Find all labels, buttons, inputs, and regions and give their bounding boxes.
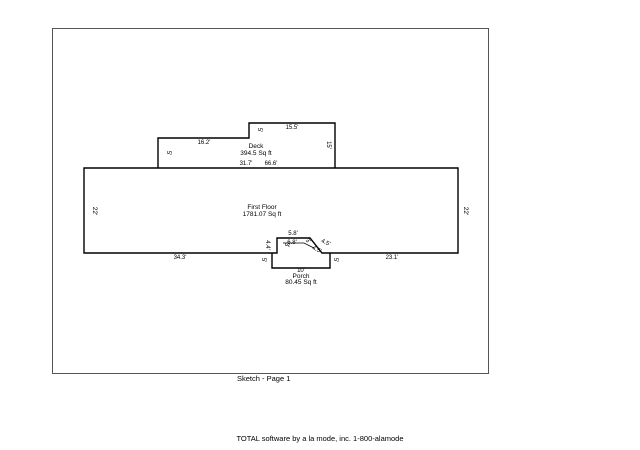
first-floor-outline (83, 167, 459, 254)
porch-area: 80.45 Sq ft (285, 279, 317, 286)
sketch-frame (52, 28, 489, 374)
porch-dim-bottom: 10' (297, 268, 305, 274)
porch-notch-lines (283, 242, 315, 249)
porch-dim-top: 5.8' (288, 231, 298, 237)
deck-dim-left-side: 5' (165, 151, 171, 155)
porch-name: Porch (293, 273, 310, 280)
first-floor-dim-bottom-right: 23.1' (386, 255, 399, 261)
porch-dim-inner-b: 4.5' (320, 238, 331, 247)
deck-dim-left-top: 16.2' (198, 140, 211, 146)
deck-dim-bottom-right: 66.6' (265, 161, 278, 167)
porch-dim-left: 5' (260, 258, 266, 262)
porch-dim-inner-c: 4.5' (311, 245, 322, 254)
first-floor-area: 1781.07 Sq ft (243, 211, 282, 218)
deck-dim-right-top: 15.5' (286, 125, 299, 131)
deck-dim-step: 5' (256, 128, 262, 132)
porch-dim-inner-top: 6.8' (287, 240, 297, 246)
porch-dim-inner-left: 4.4' (264, 240, 270, 250)
deck-dim-right-side: 15' (325, 141, 331, 149)
first-floor-name: First Floor (247, 204, 277, 211)
porch-dim-inner-a: 3' (283, 243, 289, 247)
porch-outline (271, 253, 331, 269)
first-floor-dim-left: 22' (91, 207, 98, 215)
deck-outline (157, 122, 336, 168)
porch-dim-diag: 3' (304, 237, 311, 244)
page-caption: Sketch - Page 1 (237, 374, 291, 383)
first-floor-dim-right: 22' (462, 207, 469, 215)
footer-text: TOTAL software by a la mode, inc. 1-800-… (236, 434, 404, 443)
deck-dim-bottom-left: 31.7' (240, 161, 253, 167)
porch-dim-right: 5' (332, 258, 338, 262)
deck-area: 394.5 Sq ft (240, 150, 272, 157)
deck-name: Deck (249, 143, 265, 150)
first-floor-dim-bottom-left: 34.3' (174, 255, 187, 261)
